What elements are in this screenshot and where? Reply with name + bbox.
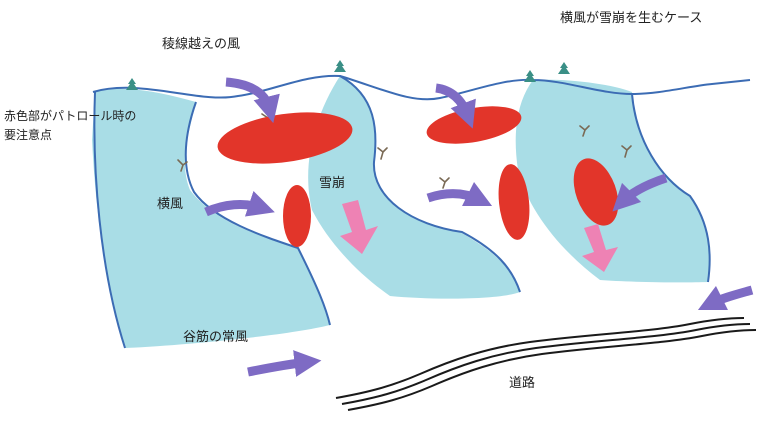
hazard-zone <box>424 100 524 150</box>
road-icon <box>336 318 744 398</box>
wind-arrow <box>428 194 480 200</box>
ridge-wind-label: 稜線越えの風 <box>162 37 240 53</box>
road-label: 道路 <box>509 376 535 392</box>
wind-arrow <box>248 362 308 372</box>
avalanche-label: 雪崩 <box>319 176 345 192</box>
tree-icon <box>524 70 536 82</box>
tree-icon <box>558 62 570 74</box>
hazard-zone <box>283 185 311 247</box>
crosswind-label: 横風 <box>157 197 183 213</box>
valley-wind-label: 谷筋の常風 <box>183 330 248 346</box>
patrol-point-label-line1: 赤色部がパトロール時の <box>4 108 136 124</box>
tree-icon <box>126 78 138 90</box>
wind-arrow <box>206 205 262 212</box>
wind-arrow <box>710 290 752 304</box>
diagram-title: 横風が雪崩を生むケース <box>560 11 702 27</box>
ridge-line <box>93 76 750 99</box>
road <box>336 318 756 410</box>
skier-icon <box>440 178 449 188</box>
road-icon <box>342 324 750 404</box>
tree-icon <box>334 60 346 72</box>
road-icon <box>348 330 756 410</box>
patrol-point-label-line2: 要注意点 <box>4 127 52 143</box>
skier-icon <box>378 148 387 159</box>
